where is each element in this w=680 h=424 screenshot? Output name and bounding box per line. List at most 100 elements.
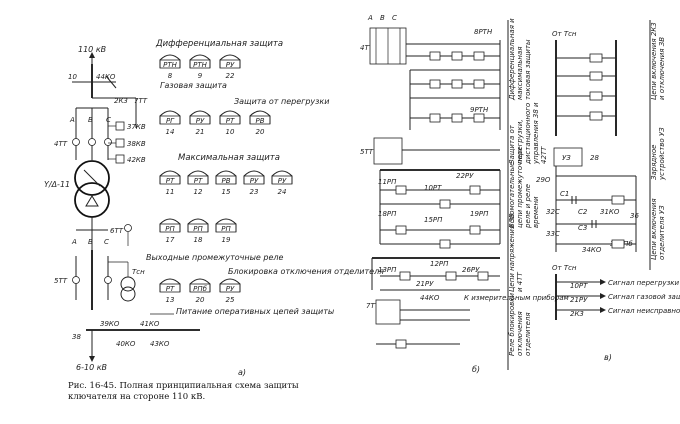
relay-number: 19 [222, 236, 231, 244]
panel-a-letter: а) [238, 368, 246, 377]
short-circuiter-2k3 [105, 75, 117, 89]
relay-number: 14 [166, 128, 175, 136]
panel-b-4tt: 4ТТ [360, 44, 374, 52]
panel-b-phase-c: C [392, 14, 397, 22]
relay-code: РП [193, 225, 203, 233]
panel-c-from-tsn: От Тсн [552, 30, 577, 38]
interm-relay-1: РП 18 [187, 218, 209, 244]
relay-code: РГ [166, 117, 175, 125]
relay-coil [215, 170, 237, 184]
label-38kv: 38КВ [127, 140, 146, 148]
panel-b-18rp: 18РП [378, 210, 397, 218]
interm-relay-0: РП 17 [159, 218, 181, 244]
relay-number: 15 [222, 188, 231, 196]
relay-code: РУ [278, 177, 287, 185]
relay-number: 17 [166, 236, 175, 244]
label-10: 10 [68, 73, 77, 81]
star-symbol [83, 169, 101, 187]
label-41ko: 41КО [140, 320, 160, 328]
panel-c-uz: УЗ [562, 154, 571, 162]
relay-number: 18 [194, 236, 203, 244]
relay-coil [159, 170, 181, 184]
transformer-winding-hv [74, 160, 110, 196]
relay-coil [219, 54, 241, 68]
diff-relay-2: РУ 22 [219, 54, 241, 80]
panel-c-28: 28 [590, 154, 599, 162]
relay-code: РУ [250, 177, 259, 185]
relay-37kv [115, 121, 125, 131]
to-instruments-label: К измерительным приборам [464, 294, 570, 302]
panel-c-32c: 32С [546, 208, 560, 216]
max-protection-title: Максимальная защита [178, 153, 280, 163]
ct-block-5tt [373, 137, 403, 165]
relay-number: 25 [226, 296, 235, 304]
panel-b-side-label-1: Защита отперегрузки,дистанционногоуправл… [508, 102, 548, 165]
relay-code: РТ [226, 117, 235, 125]
relay-code: РТ [166, 177, 175, 185]
relay-coil [271, 170, 293, 184]
panel-c-letter: в) [604, 353, 612, 362]
panel-a: 110 кВ 10 44КО 2К3 7ТТ A B C 4ТТ 37КВ 38… [44, 39, 384, 377]
label-6tt: 6ТТ [110, 227, 124, 235]
panel-c-31ko: 31КО [600, 208, 620, 216]
relay-code: РП [165, 225, 175, 233]
relay-coil [243, 170, 265, 184]
relay-coil [219, 110, 241, 124]
relay-coil [249, 110, 271, 124]
delta-symbol [85, 195, 99, 207]
ct-4tt-b [88, 138, 96, 146]
ct-4tt-a [72, 138, 80, 146]
panel-b-side-label-4: Реле блокировкиотключенияотделителя [508, 293, 532, 356]
panel-b-15rp: 15РП [424, 216, 443, 224]
signal-overload: Сигнал перегрузки [608, 279, 680, 287]
max-relay-1: РТ 12 [187, 170, 209, 196]
panel-b-22ru: 22РУ [456, 172, 474, 180]
panel-b-phase-b: B [380, 14, 385, 22]
relay-code: РТ [194, 177, 203, 185]
panel-b-13rp: 13РП [378, 266, 397, 274]
relay-number: 13 [166, 296, 175, 304]
charging-unit-uz [553, 147, 583, 167]
phase-a-label: A [69, 116, 75, 124]
panel-c-36: 36 [630, 212, 639, 220]
relay-coil [219, 278, 241, 292]
ct-6tt [124, 224, 132, 232]
panel-c-21ru: 21РУ [570, 296, 588, 304]
relay-coil [159, 278, 181, 292]
relay-number: 9 [198, 72, 203, 80]
figure-caption: Рис. 16-45. Полная принципиальная схема … [68, 381, 299, 402]
panel-c-c3: С3 [578, 224, 587, 232]
phase-b-label: B [88, 116, 93, 124]
relay-coil [159, 218, 181, 232]
panel-b-7tt: 7ТТ [366, 302, 380, 310]
label-38-bus: 38 [72, 333, 81, 341]
panel-b-upper-wiring [406, 40, 501, 130]
panel-b-block-relay [395, 339, 407, 349]
panel-b-side-label-3: Цепи напряжения ЗВи 4ТТ [508, 213, 524, 292]
relay-number: 20 [256, 128, 265, 136]
label-2k3: 2К3 [114, 97, 128, 105]
relay-number: 12 [194, 188, 203, 196]
ct-5tt-c [104, 276, 112, 284]
panel-b-9rtn: 9РТН [470, 106, 489, 114]
panel-c-from-tsn-2: От Тсн [552, 264, 577, 272]
supply-circuits-title: Питание оперативных цепей защиты [176, 307, 334, 316]
relay-number: 24 [278, 188, 287, 196]
relay-number: 22 [226, 72, 235, 80]
lv-phase-c: C [104, 238, 109, 246]
gas-protection-title: Газовая защита [160, 81, 227, 90]
relay-coil [215, 218, 237, 232]
relay-code: РТ [166, 285, 175, 293]
panel-b-relay-circuits [379, 170, 501, 249]
relay-coil [189, 278, 211, 292]
source-arrow-head [89, 52, 95, 58]
relay-coil [189, 54, 211, 68]
relay-code: РУ [226, 61, 235, 69]
panel-b-letter: б) [472, 365, 480, 374]
